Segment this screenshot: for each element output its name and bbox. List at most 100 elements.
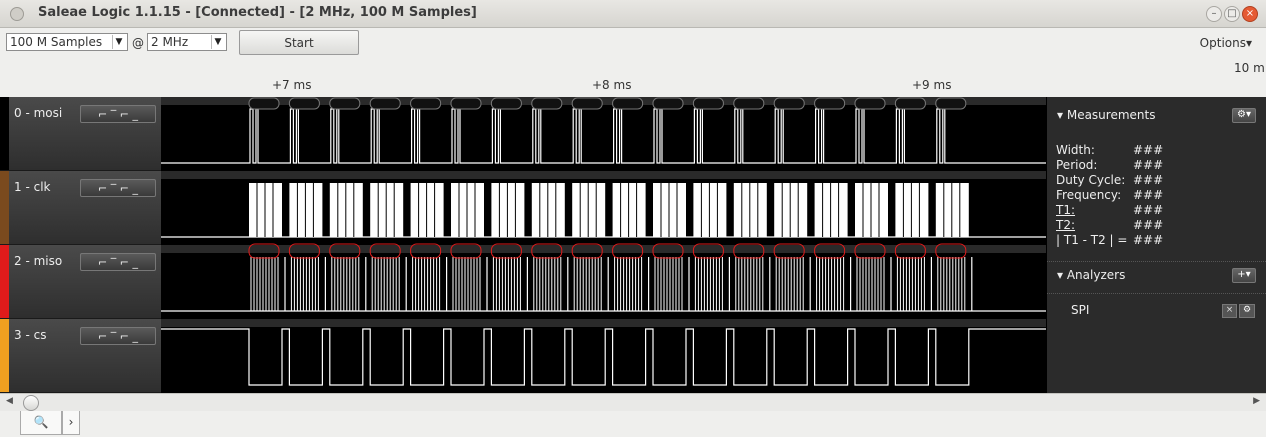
expand-tab[interactable]: › xyxy=(62,411,80,435)
search-icon: 🔍 xyxy=(33,415,49,429)
miso-decode-bubble xyxy=(329,243,361,259)
miso-decode-bubble xyxy=(854,243,886,259)
chevron-down-icon: ▼ xyxy=(211,35,224,49)
miso-decode-bubble xyxy=(571,243,603,259)
title-bar: Saleae Logic 1.1.15 - [Connected] - [2 M… xyxy=(0,0,1266,28)
channel-color-bar xyxy=(0,245,9,318)
measurement-row: Period:### xyxy=(1056,158,1164,172)
chevron-right-icon: › xyxy=(68,415,74,429)
miso-decode-bubble xyxy=(894,243,926,259)
search-tab[interactable]: 🔍 xyxy=(20,411,62,435)
channel-row-clk[interactable]: 1 - clk ⌐ ‾ ⌐ _ xyxy=(0,171,161,245)
divider xyxy=(1047,293,1266,295)
miso-decode-bubble xyxy=(652,243,684,259)
channel-name: 2 - miso xyxy=(14,254,63,268)
trigger-edge-icons[interactable]: ⌐ ‾ ⌐ _ xyxy=(80,253,156,271)
trigger-edge-icons[interactable]: ⌐ ‾ ⌐ _ xyxy=(80,179,156,197)
measurement-row: Duty Cycle:### xyxy=(1056,173,1164,187)
clk-burst xyxy=(491,183,525,237)
mosi-decode-bubble xyxy=(410,97,442,110)
divider xyxy=(1047,261,1266,263)
scroll-left-icon[interactable]: ◀ xyxy=(6,396,13,406)
mosi-decode-bubble xyxy=(612,97,644,110)
add-analyzer-icon[interactable]: +▾ xyxy=(1232,268,1256,283)
measurements-header[interactable]: ▾ Measurements xyxy=(1057,108,1156,122)
clk-burst xyxy=(370,183,404,237)
trigger-edge-icons[interactable]: ⌐ ‾ ⌐ _ xyxy=(80,327,156,345)
time-label-7ms: +7 ms xyxy=(272,78,312,92)
analyzers-header[interactable]: ▾ Analyzers xyxy=(1057,268,1126,282)
close-button[interactable]: × xyxy=(1242,6,1258,22)
lane-separator xyxy=(161,97,1046,105)
miso-decode-bubble xyxy=(935,243,967,259)
mosi-decode-bubble xyxy=(773,97,805,110)
mosi-decode-bubble xyxy=(571,97,603,110)
horizontal-scrollbar[interactable]: ◀ ▶ xyxy=(0,393,1266,412)
measurement-row: T1:### xyxy=(1056,203,1164,217)
channel-row-mosi[interactable]: 0 - mosi ⌐ ‾ ⌐ _ xyxy=(0,97,161,171)
miso-decode-bubble xyxy=(612,243,644,259)
channel-color-bar xyxy=(0,97,9,170)
lane-separator xyxy=(161,319,1046,327)
time-label-8ms: +8 ms xyxy=(592,78,632,92)
samples-value: 100 M Samples xyxy=(10,35,103,49)
mosi-waveform xyxy=(161,108,1046,164)
mosi-decode-bubble xyxy=(490,97,522,110)
miso-decode-bubble xyxy=(692,243,724,259)
channel-name: 1 - clk xyxy=(14,180,51,194)
close-icon[interactable]: × xyxy=(1222,304,1237,318)
miso-decode-bubble xyxy=(450,243,482,259)
rate-value: 2 MHz xyxy=(151,35,189,49)
right-panel: ▾ Measurements ⚙▾ Width:### Period:### D… xyxy=(1047,97,1266,393)
time-label-right: 10 m xyxy=(1234,61,1265,75)
miso-decode-bubble xyxy=(733,243,765,259)
trigger-edge-icons[interactable]: ⌐ ‾ ⌐ _ xyxy=(80,105,156,123)
toolbar: 100 M Samples ▼ @ 2 MHz ▼ Start Options▾… xyxy=(0,28,1266,97)
channel-row-cs[interactable]: 3 - cs ⌐ ‾ ⌐ _ xyxy=(0,319,161,393)
gear-icon[interactable]: ⚙ xyxy=(1239,304,1255,318)
scrollbar-thumb[interactable] xyxy=(23,395,39,411)
samples-select[interactable]: 100 M Samples ▼ xyxy=(6,33,128,51)
miso-decode-bubble xyxy=(288,243,320,259)
collapse-triangle-icon: ▾ xyxy=(1057,108,1067,122)
app-menu-icon[interactable] xyxy=(10,7,24,21)
measurements-list: Width:### Period:### Duty Cycle:### Freq… xyxy=(1056,143,1163,248)
channel-name: 0 - mosi xyxy=(14,106,63,120)
channel-name: 3 - cs xyxy=(14,328,47,342)
miso-decode-bubble xyxy=(369,243,401,259)
channel-color-bar xyxy=(0,171,9,244)
measurements-gear-icon[interactable]: ⚙▾ xyxy=(1232,108,1256,123)
mosi-decode-bubble xyxy=(814,97,846,110)
measurement-row: T2:### xyxy=(1056,218,1164,232)
start-button[interactable]: Start xyxy=(239,30,359,55)
lane-separator xyxy=(161,171,1046,179)
waveform-area[interactable] xyxy=(161,97,1046,393)
chevron-down-icon: ▼ xyxy=(112,35,125,49)
miso-decode-bubble xyxy=(490,243,522,259)
mosi-decode-bubble xyxy=(935,97,967,110)
collapse-triangle-icon: ▾ xyxy=(1057,268,1067,282)
analyzer-item-spi[interactable]: SPI xyxy=(1071,303,1090,317)
mosi-decode-bubble xyxy=(652,97,684,110)
mosi-decode-bubble xyxy=(450,97,482,110)
options-menu[interactable]: Options▾ xyxy=(1199,36,1252,50)
channel-color-bar xyxy=(0,319,9,392)
mosi-decode-bubble xyxy=(894,97,926,110)
miso-decode-bubble xyxy=(531,243,563,259)
cs-waveform xyxy=(161,328,1046,386)
channel-row-miso[interactable]: 2 - miso ⌐ ‾ ⌐ _ xyxy=(0,245,161,319)
mosi-decode-bubble xyxy=(854,97,886,110)
maximize-button[interactable]: □ xyxy=(1224,6,1240,22)
measurement-row: Frequency:### xyxy=(1056,188,1164,202)
mosi-decode-bubble xyxy=(733,97,765,110)
channel-sidebar: 0 - mosi ⌐ ‾ ⌐ _ 1 - clk ⌐ ‾ ⌐ _ 2 - mis… xyxy=(0,97,161,393)
scroll-right-icon[interactable]: ▶ xyxy=(1253,396,1260,406)
minimize-button[interactable]: – xyxy=(1206,6,1222,22)
mosi-decode-bubble xyxy=(692,97,724,110)
measurement-row: Width:### xyxy=(1056,143,1164,157)
lane-separator xyxy=(161,245,1046,253)
at-label: @ xyxy=(132,36,144,50)
mosi-decode-bubble xyxy=(369,97,401,110)
miso-decode-bubble xyxy=(248,243,280,259)
rate-select[interactable]: 2 MHz ▼ xyxy=(147,33,227,51)
